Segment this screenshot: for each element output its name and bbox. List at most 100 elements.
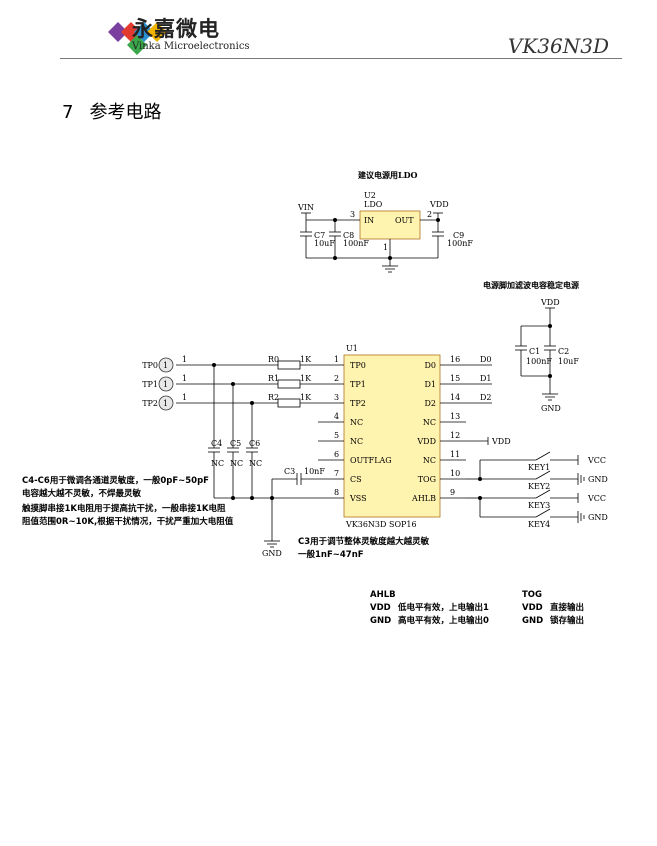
c8-ref: C8 (343, 231, 354, 240)
out-d0: D0 (480, 355, 492, 364)
touch-pad-pin: 1 (163, 361, 168, 370)
section-title: 参考电路 (89, 102, 162, 123)
resistor-ref: R2 (268, 393, 279, 402)
section-heading: 7 参考电路 (62, 98, 161, 124)
resistor-ref: R1 (268, 374, 279, 383)
key-label: KEY3 (528, 501, 550, 510)
ic-pin-number: 6 (334, 450, 339, 459)
key-label: KEY4 (528, 520, 550, 529)
ic-pin-number: 3 (334, 393, 339, 402)
key-rail: VCC (587, 456, 606, 465)
model-number: VK36N3D (507, 34, 609, 58)
cap-ref: C4 (211, 439, 222, 448)
ldo-vdd: VDD (429, 200, 449, 209)
out-d1: D1 (480, 374, 492, 383)
ic-pin-number: 9 (450, 488, 455, 497)
ic-pin-name: NC (423, 418, 436, 427)
brand-name-en: Vinka Microelectronics (132, 41, 250, 52)
touch-pad-label: TP0 (142, 361, 158, 370)
ic-pin-name: TP1 (350, 380, 366, 389)
touch-wire-number: 1 (182, 374, 187, 383)
ic-pin-number: 13 (450, 412, 460, 421)
ic-pin-name: OUTFLAG (350, 456, 392, 465)
ic-pin-name: TP2 (350, 399, 366, 408)
ic-pin-name: AHLB (411, 494, 436, 503)
ldo-pin-in: IN (364, 216, 374, 225)
ic-pin-name: NC (423, 456, 436, 465)
gnd-label: GND (262, 549, 282, 558)
ic-pin-name: TOG (418, 475, 436, 484)
touch-wire-number: 1 (182, 393, 187, 402)
ic-pin-name: VSS (349, 494, 367, 503)
ic-pin-name: TP0 (350, 361, 366, 370)
c2-value: 10uF (558, 357, 579, 366)
ic-pin-number: 14 (450, 393, 460, 402)
ldo-ref: U2 (364, 191, 376, 200)
ic-pin-name: NC (350, 437, 363, 446)
ic-pin-number: 5 (334, 431, 339, 440)
key-label: KEY1 (528, 463, 550, 472)
resistor-ref: R0 (268, 355, 279, 364)
ic-pin-number: 2 (334, 374, 339, 383)
brand-name: 永嘉微电 (132, 17, 220, 41)
ldo-pin2: 2 (427, 210, 432, 219)
note-resistor: 触摸脚串接1K电阻用于提高抗干扰，一般串接1K电阻 阻值范围0R~10K,根据干… (22, 504, 234, 527)
ic-pin-number: 4 (334, 412, 339, 421)
resistor-value: 1K (300, 393, 312, 402)
ic-pin-name: NC (350, 418, 363, 427)
touch-pad-label: TP2 (142, 399, 158, 408)
ic-pin-number: 1 (334, 355, 339, 364)
ic-pin-number: 16 (450, 355, 460, 364)
c3-ref: C3 (284, 467, 295, 476)
note-c4c6: C4-C6用于微调各通道灵敏度，一般0pF~50pF 电容越大越不灵敏，不焊最灵… (22, 476, 209, 499)
ic-ref: U1 (346, 344, 358, 353)
key-rail: VCC (587, 494, 606, 503)
ic-pin-number: 11 (450, 450, 460, 459)
filter-caption: 电源脚加滤波电容稳定电源 (483, 280, 579, 290)
cap-value: NC (211, 459, 224, 468)
section-number: 7 (62, 102, 74, 123)
cap-value: NC (249, 459, 262, 468)
ic-pin-name: D1 (424, 380, 436, 389)
out-d2: D2 (480, 393, 492, 402)
vdd-label: VDD (491, 437, 511, 446)
c3-value: 10nF (304, 467, 325, 476)
ldo-vin: VIN (297, 203, 314, 212)
filter-vdd: VDD (540, 298, 560, 307)
ic-pin-number: 10 (450, 469, 460, 478)
c8-value: 100nF (343, 239, 369, 248)
ldo-pin3: 3 (350, 210, 355, 219)
c1-value: 100nF (526, 357, 552, 366)
key-rail: GND (588, 513, 608, 522)
ic-pin-number: 8 (334, 488, 339, 497)
ic-pin-number: 15 (450, 374, 460, 383)
c9-ref: C9 (453, 231, 464, 240)
c1-ref: C1 (529, 347, 540, 356)
ldo-caption: 建议电源用LDO (357, 170, 418, 180)
key-rail: GND (588, 475, 608, 484)
touch-wire-number: 1 (182, 355, 187, 364)
company-logo (108, 22, 167, 55)
filter-gnd: GND (541, 404, 561, 413)
ic-pin-number: 12 (450, 431, 460, 440)
c9-value: 100nF (447, 239, 473, 248)
touch-pad-pin: 1 (163, 380, 168, 389)
resistor-value: 1K (300, 374, 312, 383)
cap-value: NC (230, 459, 243, 468)
resistor-value: 1K (300, 355, 312, 364)
c7-ref: C7 (314, 231, 325, 240)
ldo-pin-out: OUT (395, 216, 414, 225)
ic-pin-name: D2 (424, 399, 436, 408)
ldo-name: LDO (364, 200, 383, 209)
note-c3: C3用于调节整体灵敏度越大越灵敏 一般1nF~47nF (298, 537, 430, 560)
cap-ref: C5 (230, 439, 241, 448)
touch-pad-label: TP1 (142, 380, 158, 389)
c7-value: 10uF (314, 239, 335, 248)
ic-pin-name: CS (350, 475, 362, 484)
